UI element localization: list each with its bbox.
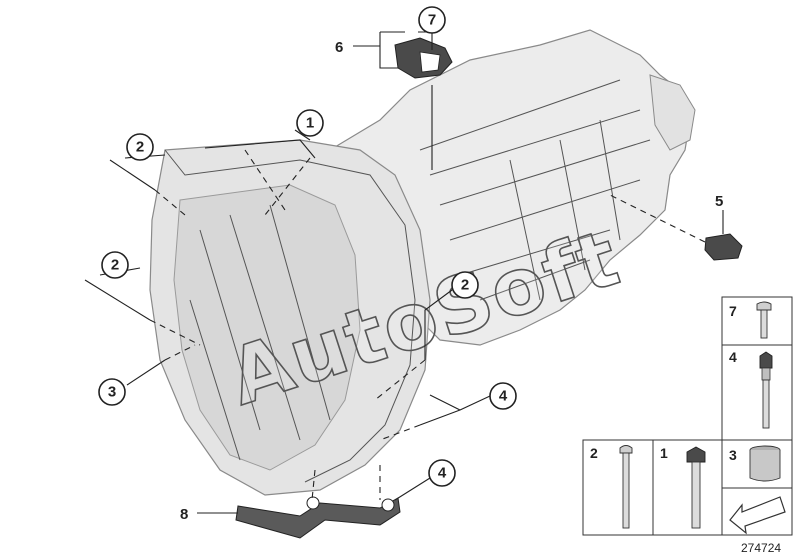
callout-5-label[interactable]: 5 [715,193,723,210]
callout-2-left[interactable]: 2 [101,251,129,279]
leader-callout-4-bottom [394,477,431,501]
bolt-1-icon [686,446,706,529]
dash-bracket-left [311,469,316,501]
parts-cell-1-label: 1 [660,445,668,461]
bracket-part-6 [379,31,405,69]
bell-flange-edge [164,149,416,483]
callout-2-center-label: 2 [461,277,469,294]
callout-4-bottom[interactable]: 4 [428,459,456,487]
bolt-4-icon [759,351,773,429]
parts-cell-4[interactable] [721,344,793,441]
arrow-icon [729,496,786,535]
dash-callout-4-right [379,424,421,441]
callout-1[interactable]: 1 [296,109,324,137]
output-flange [649,74,696,151]
callout-7-top-label: 7 [428,12,436,29]
callout-4-right[interactable]: 4 [489,382,517,410]
housing-shading [189,204,331,461]
bolt-2-icon [619,445,633,529]
bracket-callout-1 [204,139,316,159]
dash-callout-3 [164,344,196,361]
callout-4-bottom-label: 4 [438,465,447,482]
callout-2-upper[interactable]: 2 [126,133,154,161]
dash-part-5 [609,194,706,243]
callout-2-upper-label: 2 [136,139,144,156]
callout-4-right-label: 4 [499,388,508,405]
parts-table: 7 4 2 1 3 [582,296,793,536]
parts-cell-2-label: 2 [590,445,598,461]
dash-callout-2-left [149,319,201,346]
leader-callout-3 [126,359,166,386]
transmission-assembly [149,29,696,496]
leader-callout-4-right [419,394,491,426]
callout-6-label[interactable]: 6 [335,39,343,56]
callout-7-top[interactable]: 7 [418,6,446,34]
gearbox-ribs [419,79,651,301]
callout-3-label: 3 [108,384,116,401]
parts-cell-2[interactable] [582,439,654,536]
parts-cell-4-label: 4 [729,349,737,365]
sensor-part-5 [704,233,743,261]
leader-callout-1 [294,129,311,141]
parts-cell-3-label: 3 [729,447,737,463]
leader-callout-2-center [424,289,453,360]
bolt-7-icon [756,301,772,339]
parts-cell-7-label: 7 [729,303,737,319]
callout-3[interactable]: 3 [98,378,126,406]
diagram-id: 274724 [741,541,781,555]
callout-2-left-label: 2 [111,257,119,274]
callout-1-label: 1 [306,115,314,132]
callout-8-label[interactable]: 8 [180,506,188,523]
sleeve-3-icon [749,445,781,482]
dash-callout-1b [264,157,311,216]
bracket-part-8 [235,496,401,539]
callout-2-center[interactable]: 2 [451,271,479,299]
sensor-part-6 [394,37,453,79]
dash-callout-1a [244,149,286,211]
